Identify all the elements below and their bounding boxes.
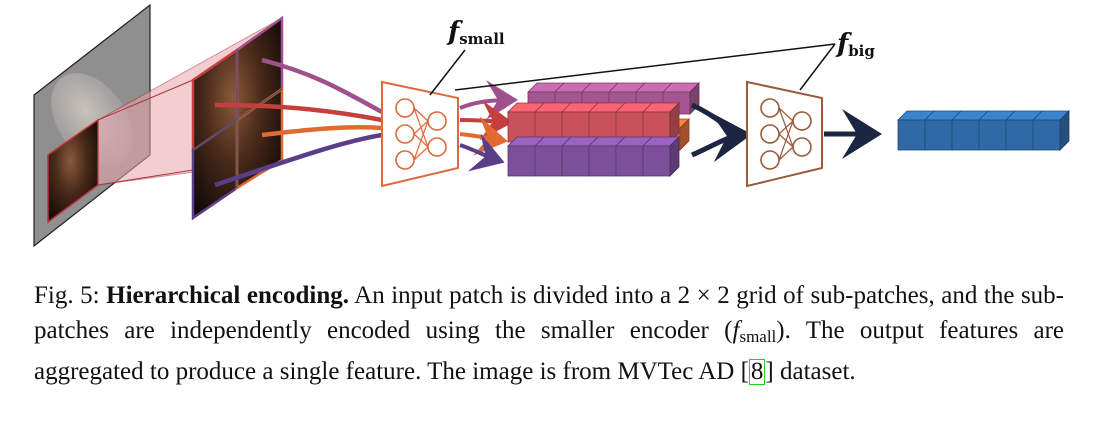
output-feature-blocks xyxy=(897,110,1070,151)
caption-text-2: ). The output features are aggregated to… xyxy=(34,317,1064,385)
f-big-encoder xyxy=(746,80,823,188)
f-small-label: fsmall xyxy=(446,17,505,48)
caption-text-1: An input patch is divided into a 2 × 2 g… xyxy=(34,282,1065,344)
caption-math-f: f xyxy=(732,317,740,344)
f-big-label: fbig xyxy=(835,29,875,60)
sub-patch-arrows xyxy=(214,57,384,188)
citation-link[interactable]: 8 xyxy=(748,358,766,385)
caption-text-3: ] dataset. xyxy=(765,358,856,385)
figure-number: Fig. 5: xyxy=(34,282,100,309)
output-feature xyxy=(897,110,1070,151)
hierarchical-encoding-diagram: fsmall fbig xyxy=(33,3,1070,248)
caption-title: Hierarchical encoding. xyxy=(106,282,349,309)
f-big-leader-2 xyxy=(799,43,836,91)
figure-caption: Fig. 5: Hierarchical encoding. An input … xyxy=(34,278,1064,389)
sub-feature-blocks xyxy=(507,82,700,177)
f-big-leader-1 xyxy=(454,43,836,91)
f-small-leader xyxy=(429,49,466,96)
f-small-encoder xyxy=(381,80,459,188)
feature-block-row-purple xyxy=(507,136,680,177)
f-small-output-arrows xyxy=(459,80,518,172)
caption-math-sub: small xyxy=(739,327,777,346)
aggregation-arrows xyxy=(690,102,752,163)
feature-block-row-red xyxy=(507,102,680,143)
